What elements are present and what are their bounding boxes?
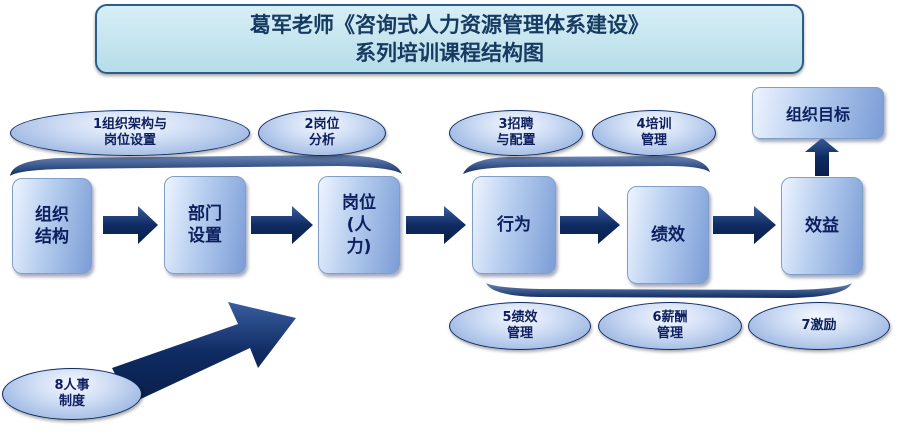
bracket-top-right <box>463 156 710 174</box>
module-3-recruitment: 3招聘 与配置 <box>449 110 583 156</box>
up-arrow-icon <box>805 138 839 176</box>
module-label: 5绩效 管理 <box>502 310 538 341</box>
step-label: 部门 设置 <box>188 204 222 246</box>
module-label: 4培训 管理 <box>636 117 672 148</box>
module-label: 6薪酬 管理 <box>652 310 688 341</box>
title-line-1: 葛军老师《咨询式人力资源管理体系建设》 <box>250 12 649 37</box>
module-7-incentive: 7激励 <box>748 302 890 350</box>
right-arrow-icon <box>103 206 158 244</box>
module-label: 3招聘 与配置 <box>496 117 536 148</box>
goal-label: 组织目标 <box>785 105 850 124</box>
diagonal-arrow-icon <box>112 302 296 404</box>
title-line-2: 系列培训课程结构图 <box>355 40 544 65</box>
module-8-personnel-system: 8人事 制度 <box>2 368 142 420</box>
step-label: 绩效 <box>651 225 685 245</box>
module-1-org-design: 1组织架构与 岗位设置 <box>10 110 250 156</box>
step-organization-structure: 组织 结构 <box>12 178 92 274</box>
right-arrow-icon <box>406 206 466 244</box>
step-performance: 绩效 <box>627 186 709 284</box>
right-arrow-icon <box>560 206 620 244</box>
module-5-performance-management: 5绩效 管理 <box>449 302 591 350</box>
step-department-setup: 部门 设置 <box>164 176 246 274</box>
step-label: 效益 <box>805 216 839 236</box>
title-banner: 葛军老师《咨询式人力资源管理体系建设》 系列培训课程结构图 <box>95 4 804 74</box>
step-benefit: 效益 <box>781 177 863 275</box>
step-label: 行为 <box>497 215 531 235</box>
bracket-top-left <box>10 155 402 176</box>
bracket-bottom <box>486 283 852 298</box>
step-position-manpower: 岗位 (人 力) <box>318 176 400 274</box>
module-2-job-analysis: 2岗位 分析 <box>258 110 386 156</box>
step-behavior: 行为 <box>472 176 556 274</box>
right-arrow-icon <box>251 206 313 244</box>
step-label: 岗位 (人 力) <box>342 193 376 257</box>
module-label: 7激励 <box>801 318 837 333</box>
right-arrow-icon <box>713 206 776 244</box>
module-label: 8人事 制度 <box>54 378 90 409</box>
step-label: 组织 结构 <box>35 205 69 247</box>
module-4-training: 4培训 管理 <box>592 110 716 156</box>
module-label: 2岗位 分析 <box>304 117 340 148</box>
goal-box-organization-target: 组织目标 <box>752 87 884 139</box>
module-label: 1组织架构与 岗位设置 <box>92 117 168 148</box>
module-6-compensation: 6薪酬 管理 <box>598 302 742 350</box>
